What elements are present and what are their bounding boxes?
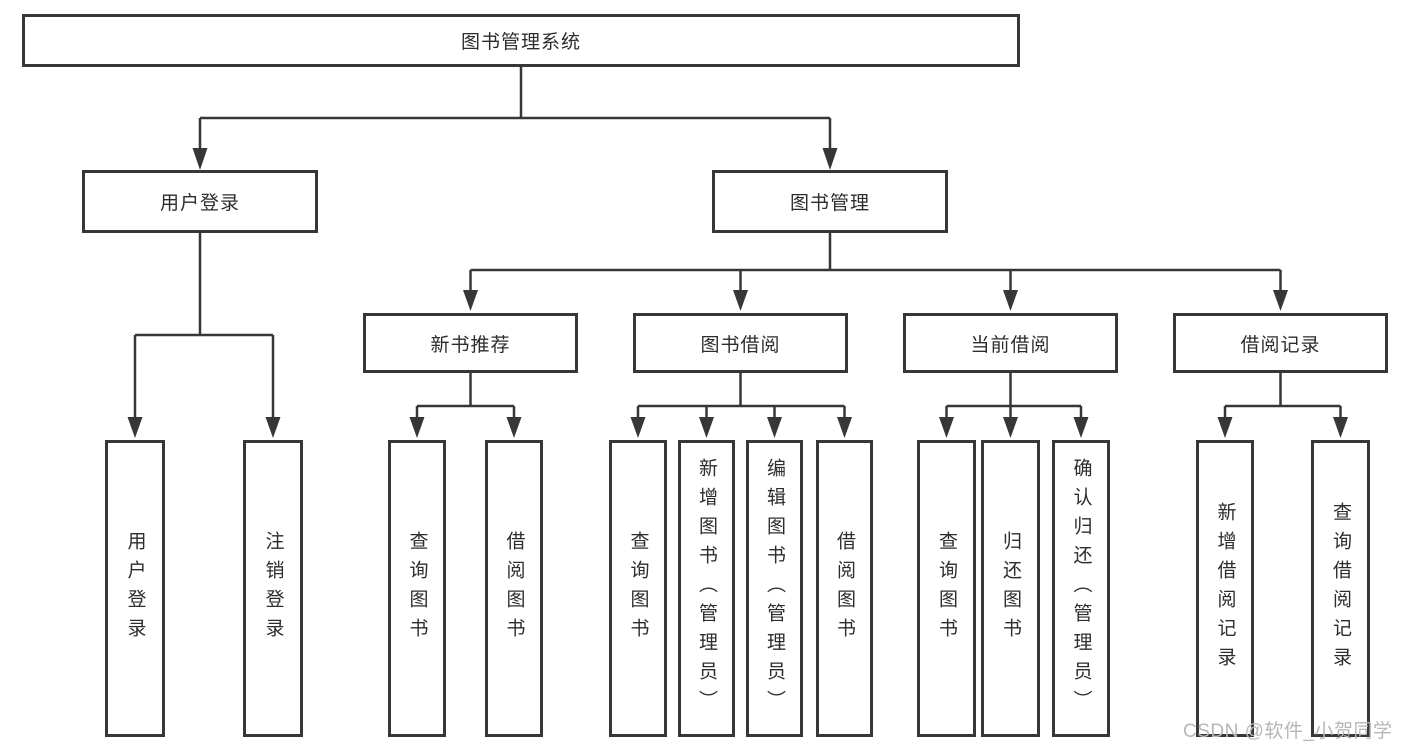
- arrow-down-icon: [409, 417, 425, 438]
- arrow-down-icon: [630, 417, 646, 438]
- leaf-query-books-recommend: 查询图书: [388, 440, 446, 737]
- connector-borrow-to-leaves: [636, 373, 846, 418]
- arrow-down-icon: [699, 417, 714, 438]
- leaf-add-books-admin: 新增图书（管理员）: [678, 440, 735, 737]
- node-label: 借阅图书: [503, 530, 525, 647]
- connector-record-to-leaves: [1223, 373, 1342, 418]
- connector-book-mgmt-to-level3: [469, 233, 1282, 291]
- leaf-edit-books-admin: 编辑图书（管理员）: [746, 440, 803, 737]
- arrow-down-icon: [506, 417, 522, 438]
- arrow-down-icon: [1003, 417, 1018, 438]
- node-book-borrow: 图书借阅: [633, 313, 848, 373]
- leaf-query-books-borrow: 查询图书: [609, 440, 667, 737]
- node-label: 查询借阅记录: [1330, 501, 1351, 676]
- connector-current-to-leaves: [945, 373, 1083, 418]
- node-user-login: 用户登录: [82, 170, 318, 233]
- node-label: 查询图书: [627, 530, 649, 647]
- arrow-down-icon: [837, 417, 852, 438]
- node-label: 当前借阅: [970, 334, 1051, 356]
- arrow-down-icon: [939, 417, 954, 438]
- leaf-query-books-current: 查询图书: [917, 440, 976, 737]
- arrow-down-icon: [1003, 290, 1018, 311]
- connector-user-login-to-leaves: [133, 233, 275, 418]
- leaf-logout: 注销登录: [243, 440, 303, 737]
- leaf-add-borrow-record: 新增借阅记录: [1196, 440, 1254, 737]
- arrow-down-icon: [192, 148, 208, 170]
- node-label: 新增借阅记录: [1214, 501, 1236, 676]
- node-label: 确认归还（管理员）: [1070, 458, 1092, 719]
- arrow-down-icon: [822, 148, 838, 170]
- node-label: 归还图书: [1000, 530, 1021, 647]
- node-label: 借阅记录: [1240, 334, 1321, 356]
- arrow-down-icon: [127, 417, 143, 438]
- arrow-down-icon: [1333, 417, 1348, 438]
- leaf-user-login: 用户登录: [105, 440, 165, 737]
- node-label: 用户登录: [159, 193, 240, 214]
- leaf-query-borrow-record: 查询借阅记录: [1311, 440, 1370, 737]
- leaf-confirm-return-admin: 确认归还（管理员）: [1052, 440, 1110, 737]
- node-borrow-record: 借阅记录: [1173, 313, 1388, 373]
- node-label: 图书借阅: [700, 334, 781, 356]
- node-label: 编辑图书（管理员）: [764, 458, 785, 719]
- leaf-borrow-books-recommend: 借阅图书: [485, 440, 543, 737]
- connector-newbook-to-leaves: [415, 373, 516, 418]
- node-root-system: 图书管理系统: [22, 14, 1020, 67]
- node-label: 借阅图书: [834, 530, 855, 647]
- node-current-borrow: 当前借阅: [903, 313, 1118, 373]
- node-label: 查询图书: [406, 530, 428, 647]
- node-label: 注销登录: [262, 530, 284, 647]
- node-new-book-recommend: 新书推荐: [363, 313, 578, 373]
- node-label: 用户登录: [124, 530, 146, 647]
- arrow-down-icon: [1217, 417, 1233, 438]
- leaf-borrow-books: 借阅图书: [816, 440, 873, 737]
- node-label: 图书管理: [789, 193, 870, 214]
- node-label: 新增图书（管理员）: [696, 458, 717, 719]
- arrow-down-icon: [1273, 290, 1288, 311]
- connector-root-to-level2: [198, 67, 832, 149]
- arrow-down-icon: [265, 417, 281, 438]
- arrow-down-icon: [767, 417, 782, 438]
- arrow-down-icon: [733, 290, 748, 311]
- node-label: 新书推荐: [430, 334, 511, 356]
- node-label: 图书管理系统: [460, 32, 581, 53]
- csdn-watermark: CSDN @软件_小贺同学: [1183, 721, 1393, 742]
- node-label: 查询图书: [936, 530, 957, 647]
- arrowheads: [127, 148, 1348, 438]
- arrow-down-icon: [463, 290, 478, 311]
- arrow-down-icon: [1073, 417, 1089, 438]
- leaf-return-books: 归还图书: [981, 440, 1040, 737]
- node-book-management: 图书管理: [712, 170, 948, 233]
